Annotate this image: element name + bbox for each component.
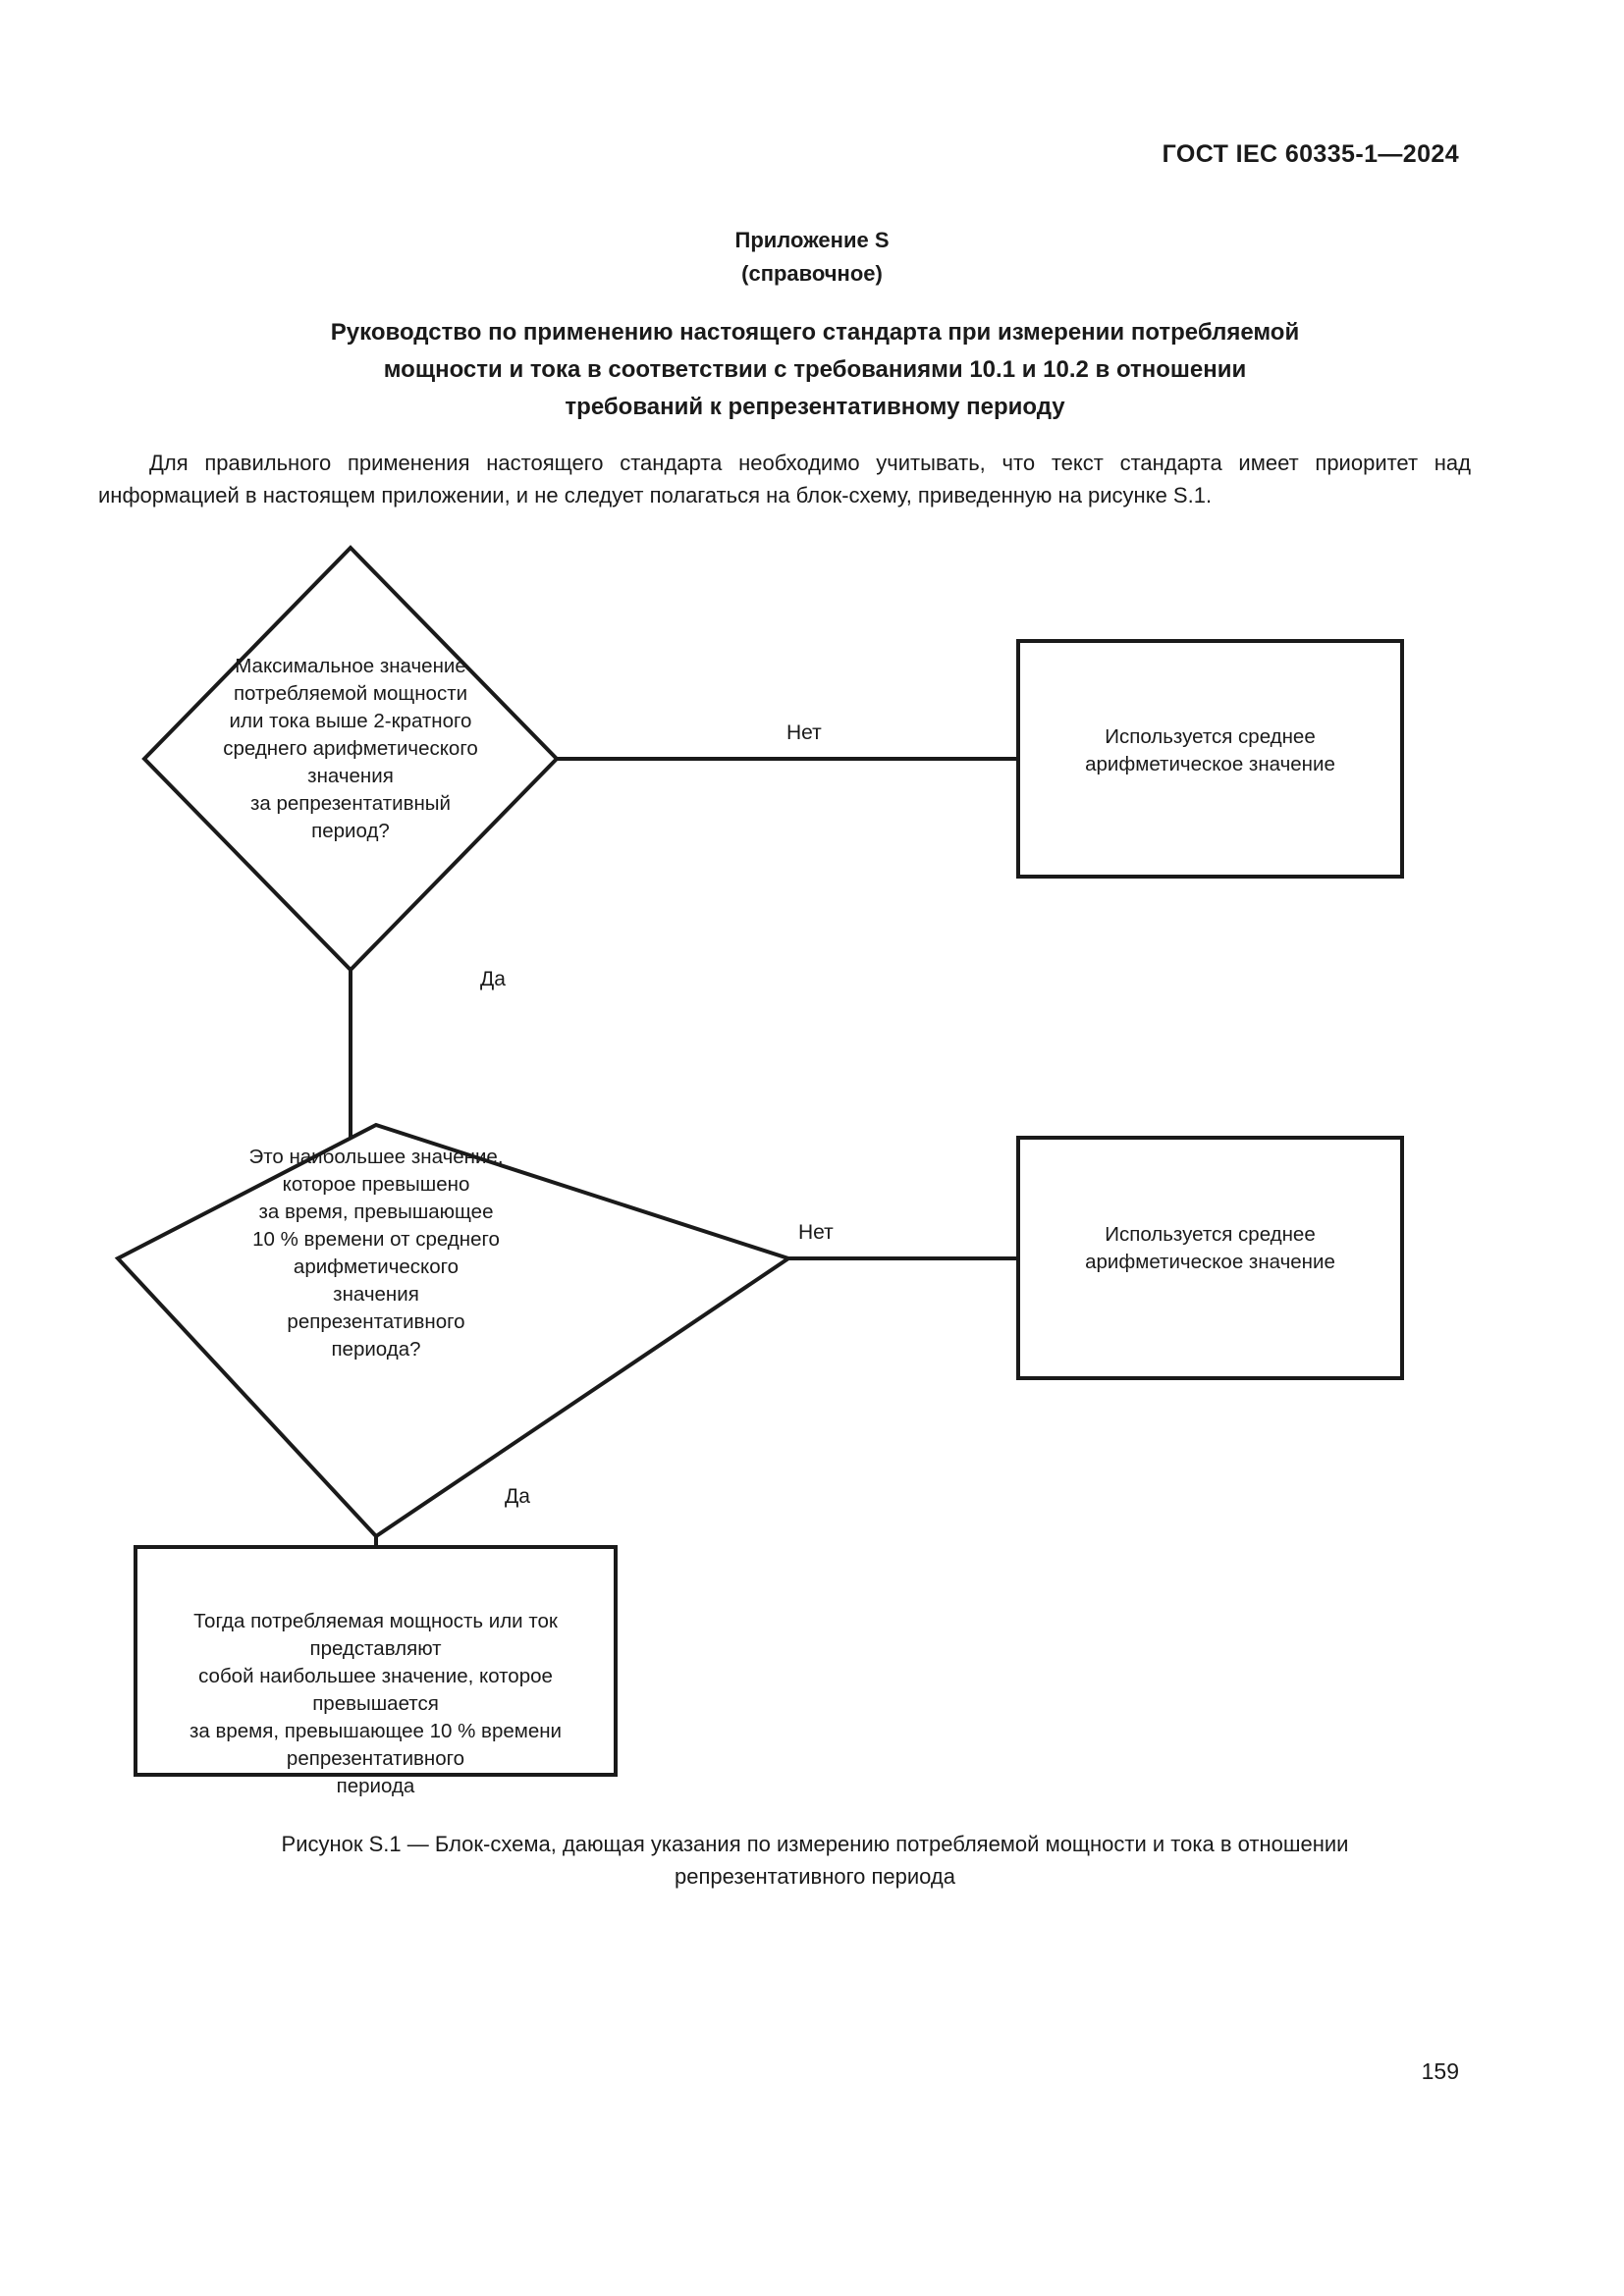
outcome-box-1-text: Используется среднее арифметическое знач… xyxy=(1028,723,1392,778)
annex-title-line-1: Руководство по применению настоящего ста… xyxy=(330,319,1300,346)
branch-label-decision1-no: Нет xyxy=(786,721,822,744)
figure-caption: Рисунок S.1 — Блок-схема, дающая указани… xyxy=(137,1828,1492,1893)
annex-type: (справочное) xyxy=(741,261,883,286)
figure-caption-line-2: репрезентативного периода xyxy=(675,1864,955,1889)
final-result-box-text: Тогда потребляемая мощность или ток пред… xyxy=(143,1608,608,1800)
decision-node-1-line-2: потребляемой мощности xyxy=(233,682,468,705)
decision-node-2-text: Это наибольшее значение, которое превыше… xyxy=(199,1144,553,1363)
outcome-box-2-line-1: Используется среднее xyxy=(1105,1223,1316,1246)
decision-node-2-line-5: арифметического xyxy=(293,1255,460,1278)
annex-label: Приложение S xyxy=(734,228,890,252)
final-result-line-4: периода xyxy=(336,1775,415,1797)
annex-title-line-2: мощности и тока в соответствии с требова… xyxy=(383,356,1247,383)
decision-node-1-line-5: значения xyxy=(307,765,394,787)
decision-node-1-line-3: или тока выше 2-кратного xyxy=(229,710,472,732)
final-result-box[interactable] xyxy=(134,1545,618,1777)
branch-label-decision2-no: Нет xyxy=(798,1221,834,1244)
decision-node-1-line-6: за репрезентативный xyxy=(250,792,451,815)
figure-caption-line-1: Рисунок S.1 — Блок-схема, дающая указани… xyxy=(281,1832,1349,1856)
outcome-box-2-line-2: арифметическое значение xyxy=(1085,1251,1335,1273)
annex-heading-block: Приложение S (справочное) xyxy=(0,224,1624,291)
decision-node-2-line-1: Это наибольшее значение, xyxy=(248,1146,504,1168)
annex-title-line-3: требований к репрезентативному периоду xyxy=(565,394,1065,420)
decision-node-1-line-7: период? xyxy=(311,820,390,842)
page-number: 159 xyxy=(1421,2058,1459,2084)
decision-node-1-line-4: среднего арифметического xyxy=(223,737,478,760)
final-result-line-3: за время, превышающее 10 % времени репре… xyxy=(189,1720,563,1770)
outcome-box-1-line-2: арифметическое значение xyxy=(1085,753,1335,775)
annex-title: Руководство по применению настоящего ста… xyxy=(187,314,1443,426)
decision-node-2-line-3: за время, превышающее xyxy=(258,1201,494,1223)
decision-node-2-line-7: репрезентативного xyxy=(287,1310,465,1333)
document-header-standard-id: ГОСТ IEC 60335-1—2024 xyxy=(1162,140,1459,168)
final-result-line-2: собой наибольшее значение, которое превы… xyxy=(198,1665,553,1715)
outcome-box-2[interactable] xyxy=(1016,1136,1404,1380)
branch-label-decision2-yes: Да xyxy=(505,1485,530,1508)
outcome-box-1-line-1: Используется среднее xyxy=(1105,725,1316,748)
decision-node-2-line-8: периода? xyxy=(331,1338,421,1361)
outcome-box-1[interactable] xyxy=(1016,639,1404,879)
decision-node-2-line-4: 10 % времени от среднего xyxy=(252,1228,500,1251)
decision-node-1-text: Максимальное значение потребляемой мощно… xyxy=(174,653,527,845)
outcome-box-2-text: Используется среднее арифметическое знач… xyxy=(1028,1221,1392,1276)
final-result-line-1: Тогда потребляемая мощность или ток пред… xyxy=(193,1610,558,1660)
decision-node-2-line-2: которое превышено xyxy=(282,1173,470,1196)
decision-node-2-line-6: значения xyxy=(333,1283,419,1306)
decision-node-1-line-1: Максимальное значение xyxy=(235,655,466,677)
intro-paragraph: Для правильного применения настоящего ст… xyxy=(98,451,1471,507)
branch-label-decision1-yes: Да xyxy=(480,968,506,990)
